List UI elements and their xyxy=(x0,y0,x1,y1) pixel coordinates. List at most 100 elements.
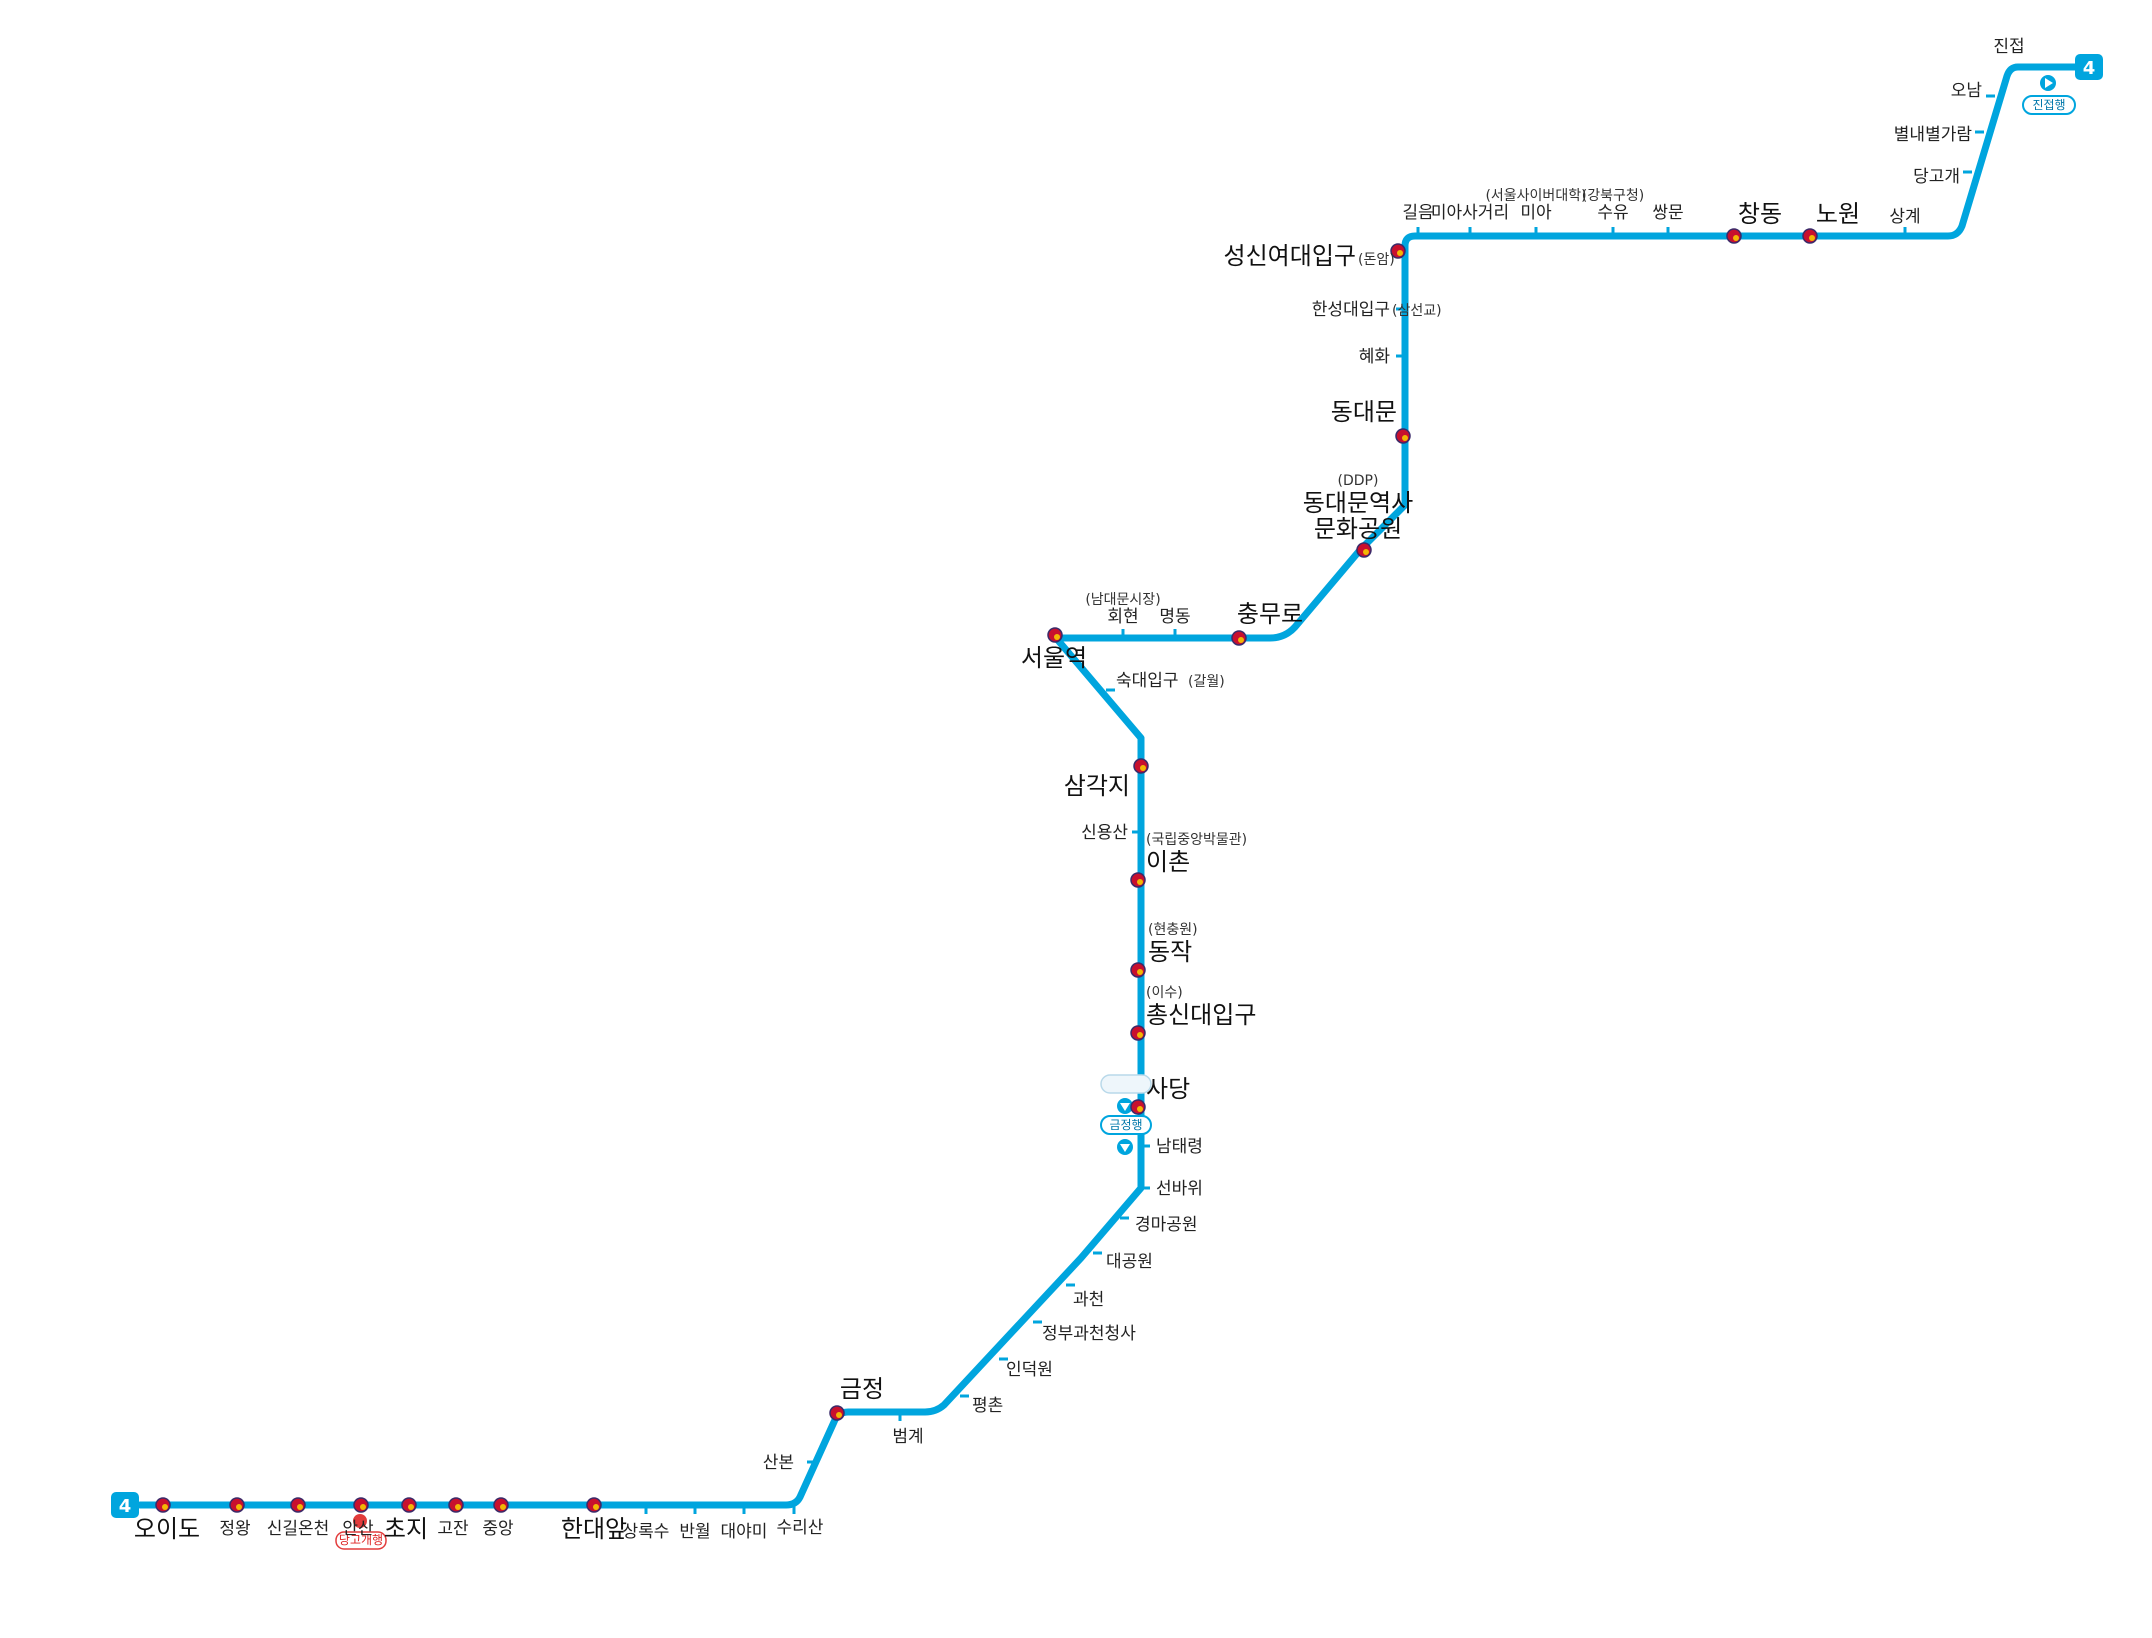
station-label: 수유 xyxy=(1597,203,1628,223)
station-gojan[interactable]: 고잔 xyxy=(437,1497,469,1539)
station-label: 대야미 xyxy=(721,1522,768,1542)
transfer-marker-core xyxy=(1238,637,1244,643)
station-geumjeong[interactable]: 금정 xyxy=(829,1375,884,1421)
station-ichon[interactable]: (국립중앙박물관)이촌 xyxy=(1130,832,1247,888)
station-label: 별내별가람 xyxy=(1894,125,1973,145)
station-oido[interactable]: 오이도 xyxy=(134,1497,200,1543)
station-nowon[interactable]: 노원 xyxy=(1802,200,1860,244)
transfer-marker-core xyxy=(1402,435,1408,441)
transfer-marker-core xyxy=(1140,765,1146,771)
direction-note-danggogae: 당고개행 xyxy=(335,1514,387,1550)
station-label: 길음 xyxy=(1402,203,1433,223)
transfer-marker-core xyxy=(408,1504,414,1510)
transfer-marker-core xyxy=(1137,1106,1143,1112)
station-mia[interactable]: (서울사이버대학)미아 xyxy=(1485,188,1587,236)
svg-text:금정행: 금정행 xyxy=(1109,1117,1142,1132)
station-ansan[interactable]: 안산 xyxy=(342,1497,374,1539)
station-label: 성신여대입구 xyxy=(1224,242,1356,270)
station-sookmyung[interactable]: (갈월)숙대입구 xyxy=(1106,671,1225,692)
station-govcomplex[interactable]: 정부과천청사 xyxy=(1033,1320,1136,1344)
station-danggogae[interactable]: 당고개 xyxy=(1913,167,1972,187)
station-singil[interactable]: 신길온천 xyxy=(267,1497,330,1539)
station-banwol[interactable]: 반월 xyxy=(679,1505,711,1542)
station-suyu[interactable]: (강북구청)수유 xyxy=(1582,188,1644,236)
station-label: 중앙 xyxy=(482,1519,514,1539)
station-hoehyeon[interactable]: (남대문시장)회현 xyxy=(1085,592,1161,638)
station-label: 미아 xyxy=(1520,203,1552,223)
station-sanggye[interactable]: 상계 xyxy=(1889,207,1921,236)
station-daeyami[interactable]: 대야미 xyxy=(721,1505,768,1542)
station-hyehwa[interactable]: 혜화 xyxy=(1359,347,1405,367)
station-jinjeop[interactable]: 진접 xyxy=(1993,37,2024,57)
station-dongjak[interactable]: (현충원)동작 xyxy=(1130,922,1198,978)
station-surisan[interactable]: 수리산 xyxy=(777,1505,824,1538)
transfer-marker-core xyxy=(1137,879,1143,885)
station-sadang[interactable]: 사당 xyxy=(1130,1075,1190,1115)
svg-text:진접행: 진접행 xyxy=(2032,97,2065,112)
station-pyeongchon[interactable]: 평촌 xyxy=(960,1394,1003,1416)
station-beomgye[interactable]: 범계 xyxy=(892,1412,924,1447)
station-label: 이촌 xyxy=(1146,848,1190,876)
station-label: 과천 xyxy=(1073,1290,1104,1310)
station-miasageori[interactable]: 미아사거리 xyxy=(1431,203,1509,236)
station-ssangmun[interactable]: 쌍문 xyxy=(1652,203,1684,236)
transfer-marker-core xyxy=(297,1504,303,1510)
station-gwacheon[interactable]: 과천 xyxy=(1066,1283,1104,1310)
station-label: 산본 xyxy=(763,1453,794,1473)
station-label: 진접 xyxy=(1993,37,2024,57)
station-choji[interactable]: 초지 xyxy=(384,1497,428,1543)
station-label: 오남 xyxy=(1951,81,1983,101)
station-byeollae[interactable]: 별내별가람 xyxy=(1894,125,1984,145)
station-label: 남태령 xyxy=(1156,1137,1203,1157)
station-sinyongsan[interactable]: 신용산 xyxy=(1081,823,1141,843)
station-label: 안산 xyxy=(342,1519,374,1539)
station-label: 한대앞 xyxy=(561,1515,627,1543)
station-jeongwang[interactable]: 정왕 xyxy=(219,1497,251,1539)
station-label: 숙대입구 xyxy=(1116,671,1179,691)
station-sungshin[interactable]: (돈암)성신여대입구 xyxy=(1224,242,1406,270)
station-samgakji[interactable]: 삼각지 xyxy=(1064,758,1149,800)
direction-note-geumjeong: 금정행 xyxy=(1100,1074,1152,1155)
station-handaeap[interactable]: 한대앞 xyxy=(561,1497,627,1543)
station-sublabel: (DDP) xyxy=(1338,473,1379,489)
station-gireum[interactable]: 길음 xyxy=(1402,203,1434,236)
station-chongshin[interactable]: (이수)총신대입구 xyxy=(1130,985,1256,1041)
station-dongdaemun[interactable]: 동대문 xyxy=(1331,398,1411,444)
station-label: 동대문역사 xyxy=(1303,489,1413,517)
station-jungang[interactable]: 중앙 xyxy=(482,1497,514,1539)
svg-text:당고개행: 당고개행 xyxy=(339,1532,383,1547)
station-hansung[interactable]: (삼선교)한성대입구 xyxy=(1312,300,1442,320)
transfer-marker-core xyxy=(836,1412,842,1418)
station-sublabel: (서울사이버대학) xyxy=(1485,188,1586,204)
transfer-marker-core xyxy=(455,1504,461,1510)
station-indeogwon[interactable]: 인덕원 xyxy=(999,1357,1053,1380)
station-changdong[interactable]: 창동 xyxy=(1726,200,1782,244)
station-label: 대공원 xyxy=(1106,1252,1153,1272)
station-label: 상계 xyxy=(1889,207,1920,227)
station-label: 정왕 xyxy=(219,1519,250,1539)
station-sublabel: (돈암) xyxy=(1358,252,1395,268)
station-label: 사당 xyxy=(1146,1075,1190,1103)
station-racecourse[interactable]: 경마공원 xyxy=(1120,1215,1198,1235)
transfer-marker-core xyxy=(1809,235,1815,241)
station-onam[interactable]: 오남 xyxy=(1951,81,1995,101)
station-label: 명동 xyxy=(1159,607,1190,627)
transfer-marker-core xyxy=(162,1504,168,1510)
station-sanbon[interactable]: 산본 xyxy=(763,1453,816,1473)
transfer-marker-core xyxy=(1733,235,1739,241)
station-grandpark[interactable]: 대공원 xyxy=(1093,1251,1153,1272)
station-myeongdong[interactable]: 명동 xyxy=(1159,607,1191,638)
station-sublabel: (국립중앙박물관) xyxy=(1146,832,1247,848)
station-sublabel: (남대문시장) xyxy=(1085,592,1160,608)
station-sublabel: (강북구청) xyxy=(1582,188,1644,204)
station-namtaeryeong[interactable]: 남태령 xyxy=(1141,1137,1203,1157)
station-sangroksu[interactable]: 상록수 xyxy=(623,1505,670,1542)
station-chungmuro[interactable]: 충무로 xyxy=(1231,600,1303,646)
transfer-marker-core xyxy=(500,1504,506,1510)
station-label: 쌍문 xyxy=(1652,203,1683,223)
station-label: 오이도 xyxy=(134,1515,200,1543)
station-seonbawi[interactable]: 선바위 xyxy=(1141,1179,1203,1199)
station-seoulstation[interactable]: 서울역 xyxy=(1021,627,1087,672)
station-label: 신용산 xyxy=(1081,823,1128,843)
